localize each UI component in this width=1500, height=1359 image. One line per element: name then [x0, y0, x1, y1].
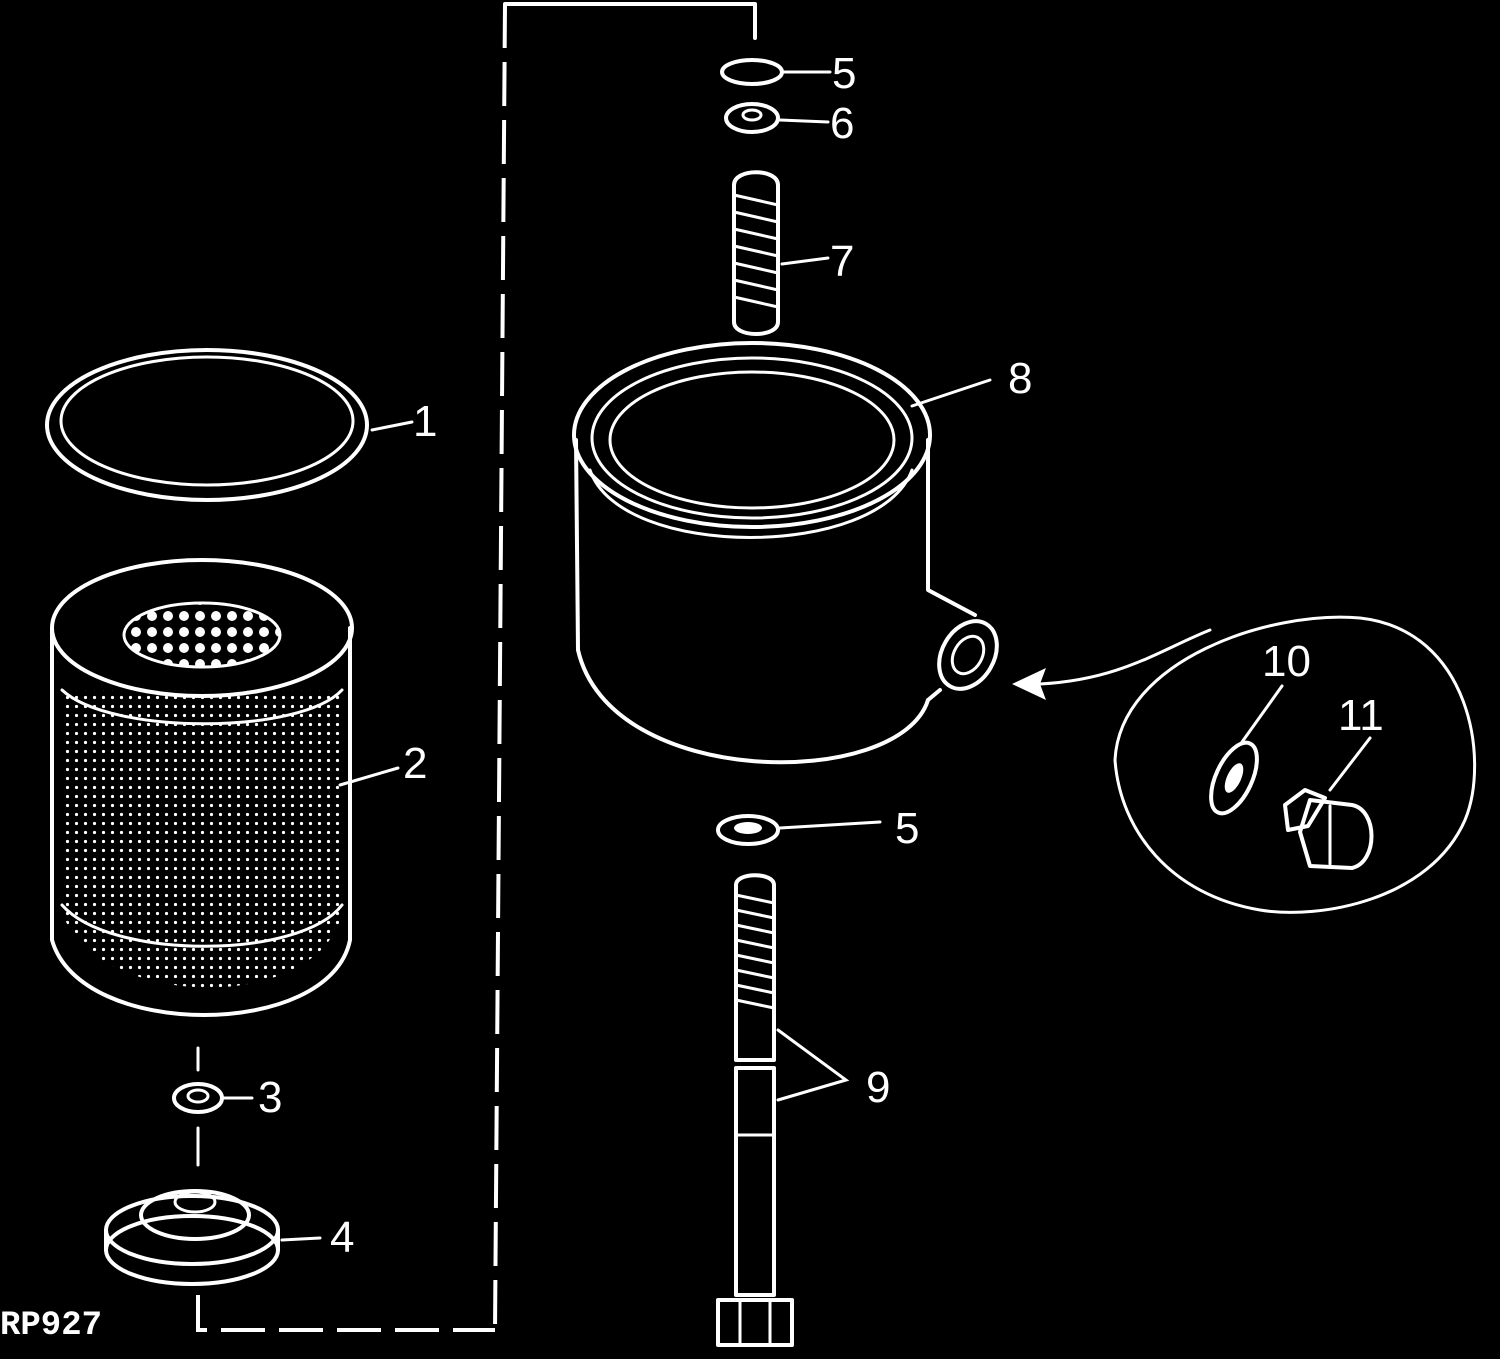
- detail-bubble: [1012, 615, 1477, 914]
- part-11-drain-plug: [1283, 736, 1374, 870]
- detail-arrow-icon: [1012, 668, 1046, 700]
- part-4-base-cap: [104, 1189, 322, 1286]
- figure-code: RP927: [0, 1307, 102, 1345]
- callout-5-top: 5: [832, 49, 856, 98]
- part-1-seal-ring: [45, 348, 414, 502]
- callout-2: 2: [403, 739, 427, 788]
- callout-4: 4: [330, 1213, 354, 1262]
- part-3-washer: [172, 1046, 254, 1167]
- callout-6: 6: [830, 99, 854, 148]
- callout-10: 10: [1262, 637, 1311, 686]
- part-5-o-ring-top: [720, 58, 832, 86]
- callout-8: 8: [1008, 354, 1032, 403]
- part-7-spring: [732, 170, 830, 336]
- part-8-housing: [572, 341, 999, 765]
- callout-7: 7: [830, 237, 854, 286]
- callout-5-lower: 5: [895, 804, 919, 853]
- callout-1: 1: [413, 397, 437, 446]
- callout-11: 11: [1338, 691, 1384, 740]
- callout-3: 3: [258, 1073, 282, 1122]
- part-6-spring-seat: [724, 102, 830, 134]
- part-5-washer-lower: [716, 814, 882, 846]
- part-9-center-bolt: [716, 873, 850, 1347]
- assembly-bracket: [196, 2, 757, 1332]
- callout-9: 9: [866, 1063, 890, 1112]
- part-10-washer: [1209, 684, 1284, 816]
- part-2-filter-element: [50, 558, 400, 1017]
